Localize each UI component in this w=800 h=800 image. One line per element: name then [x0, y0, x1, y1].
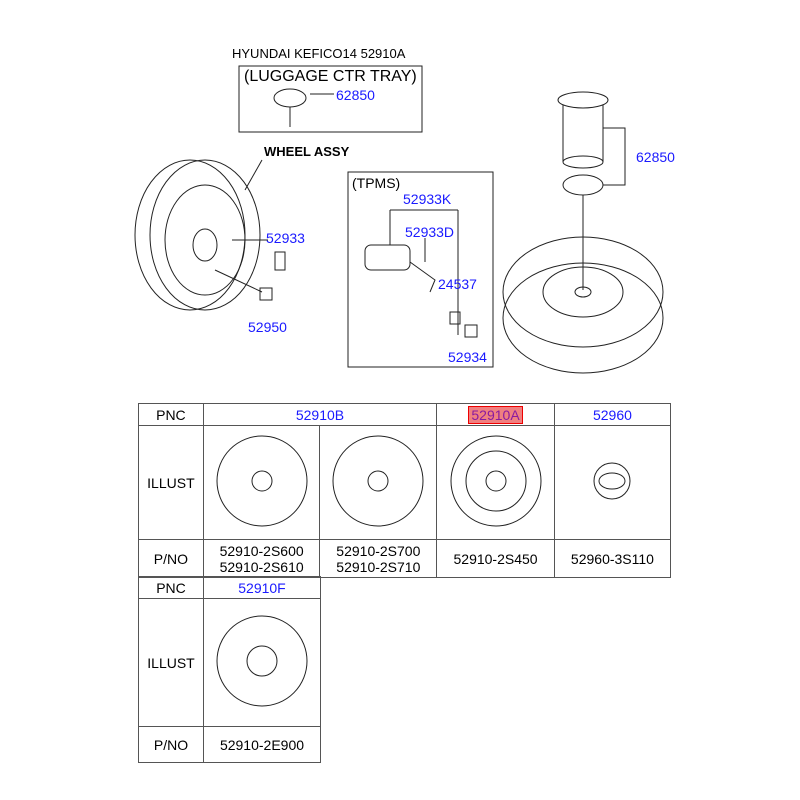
- tpms-sensor-icon: [364, 244, 436, 293]
- wheel-illustration: [202, 425, 321, 540]
- part-number: 52910-2E900: [203, 726, 321, 763]
- part-number: 52960-3S110: [553, 539, 672, 578]
- part-number: 52910-2S450: [436, 539, 555, 578]
- pnc-link[interactable]: 52910F: [203, 576, 321, 599]
- row-label: ILLUST: [138, 598, 204, 727]
- part-number: 52910-2S700: [336, 542, 421, 559]
- hyundai-emblem-icon: [553, 425, 672, 540]
- row-label: P/NO: [138, 726, 204, 763]
- cap-icon: [449, 311, 478, 338]
- bolt-icon: [274, 251, 286, 271]
- wheel-assy-illustration: [134, 159, 261, 311]
- part-number: 52910-2S600: [219, 542, 304, 559]
- tpms-title: (TPMS): [352, 175, 401, 191]
- row-label: P/NO: [138, 539, 204, 578]
- row-label: PNC: [138, 576, 204, 599]
- parts-table-1: PNC 52910B 52910A 52960 ILLUST P/NO 5291…: [138, 403, 672, 578]
- part-link[interactable]: 52933D: [405, 224, 455, 240]
- part-link[interactable]: 24537: [438, 276, 477, 292]
- part-link[interactable]: 52933K: [403, 191, 452, 207]
- part-link[interactable]: 52950: [248, 319, 287, 335]
- luggage-header-overlap: HYUNDAI KEFICO14 52910A: [232, 46, 406, 61]
- luggage-tray-box: [238, 65, 423, 133]
- tpms-box: [347, 171, 494, 368]
- luggage-title: (LUGGAGE CTR TRAY): [244, 68, 417, 85]
- wheel-illustration: [319, 425, 438, 540]
- row-label: ILLUST: [138, 425, 204, 540]
- part-link[interactable]: 52934: [448, 349, 487, 365]
- steel-wheel-illustration: [436, 425, 555, 540]
- row-label: PNC: [138, 403, 204, 426]
- part-link[interactable]: 62850: [336, 87, 375, 103]
- pnc-link[interactable]: 52910B: [202, 403, 438, 426]
- part-number: 52910-2S610: [219, 558, 304, 575]
- pnc-link[interactable]: 52960: [553, 403, 672, 426]
- part-number: 52910-2S710: [336, 558, 421, 575]
- nut-icon: [259, 287, 273, 301]
- luggage-clip-icon: [273, 88, 307, 127]
- wheel-assy-label: WHEEL ASSY: [264, 144, 350, 159]
- pnc-link-highlighted[interactable]: 52910A: [468, 405, 523, 424]
- spare-holder-icon: [557, 91, 609, 290]
- spare-tire-illustration: [502, 236, 664, 374]
- diagram-drawing: [134, 65, 664, 374]
- part-link[interactable]: 62850: [636, 149, 675, 165]
- pnc-cell: 52910A: [436, 403, 555, 426]
- part-link[interactable]: 52933: [266, 230, 305, 246]
- steel-wheel-illustration: [203, 598, 321, 727]
